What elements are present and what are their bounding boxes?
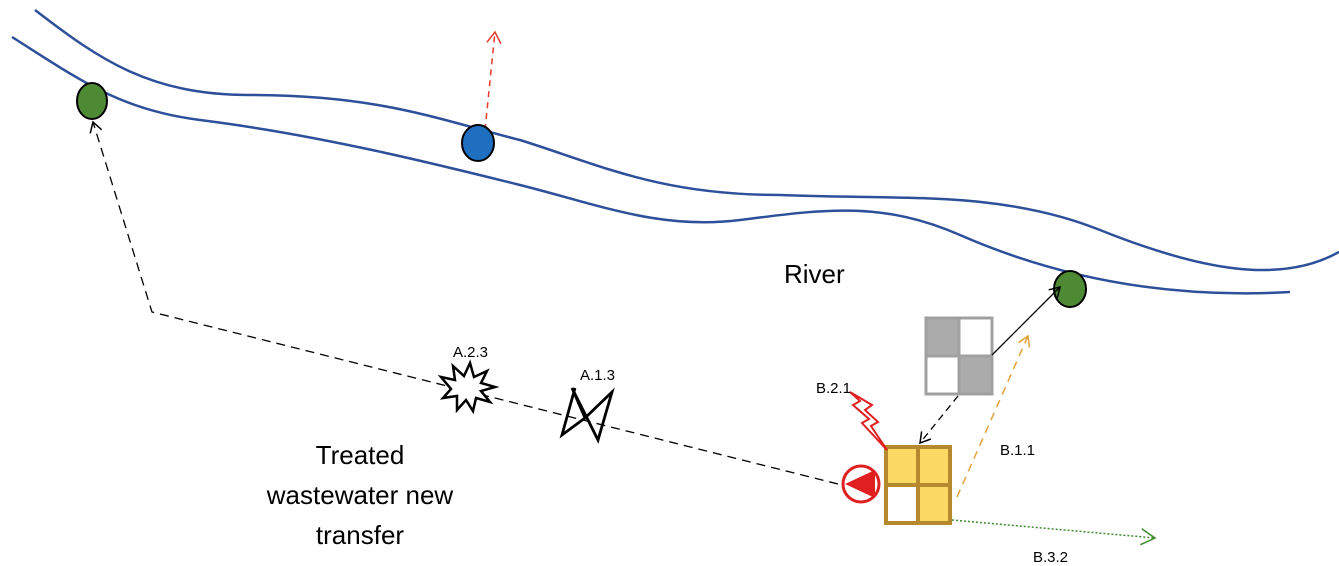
discharge-arrow (956, 334, 1031, 498)
valve-icon (559, 387, 615, 444)
river-bank-upper (34, 9, 1339, 272)
red-leak-arrow (484, 30, 502, 131)
storage-unit (924, 316, 994, 396)
caption-line-1: Treated (316, 440, 405, 470)
reuse-arrow (951, 519, 1157, 546)
leak-burst-icon (437, 359, 500, 415)
pump-icon (841, 464, 881, 504)
river-intake-point (461, 124, 495, 162)
caption-line-2: wastewater new (266, 480, 454, 510)
storage-to-river-arrow (991, 285, 1062, 356)
label-b32: B.3.2 (1033, 549, 1068, 566)
label-b21: B.2.1 (816, 380, 851, 397)
treatment-unit (884, 445, 952, 525)
pipeline-route (89, 120, 839, 485)
storage-to-treatment-arrow (919, 395, 959, 445)
label-a23: A.2.3 (453, 344, 488, 361)
label-a13: A.1.3 (580, 367, 615, 384)
river-monitor-point-upstream (76, 82, 108, 120)
river-bank-lower (11, 35, 1291, 295)
lightning-icon (849, 391, 888, 451)
caption-line-3: transfer (316, 520, 404, 550)
label-b11: B.1.1 (1000, 442, 1035, 459)
river-label: River (784, 259, 845, 289)
